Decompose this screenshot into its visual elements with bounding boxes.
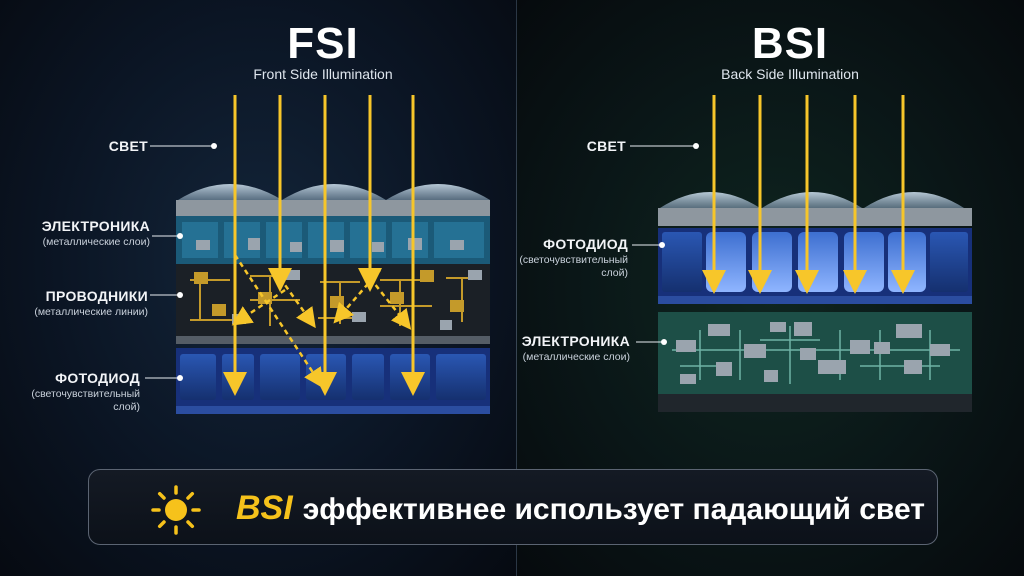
fsi-microlens bbox=[178, 184, 282, 200]
bsi-filter-layer bbox=[658, 208, 972, 226]
fsi-label-photodiode: ФОТОДИОД (светочувствительный слой) bbox=[31, 370, 140, 413]
conclusion-text: BSI эффективнее использует падающий свет bbox=[236, 490, 925, 528]
panel-divider bbox=[516, 0, 517, 576]
fsi-light-rays bbox=[223, 95, 425, 396]
fsi-microlens bbox=[282, 184, 386, 200]
banner-message: эффективнее использует падающий свет bbox=[302, 493, 925, 526]
bsi-title: BSI bbox=[751, 19, 829, 68]
bsi-subtitle: Back Side Illumination bbox=[721, 66, 859, 82]
bsi-microlens bbox=[864, 192, 964, 208]
sun-icon bbox=[151, 485, 201, 535]
bsi-label-light: СВЕТ bbox=[586, 138, 626, 154]
bsi-label-electronics: ЭЛЕКТРОНИКА (металлические слои) bbox=[521, 333, 630, 363]
fsi-label-conductors: ПРОВОДНИКИ (металлические линии) bbox=[34, 288, 148, 318]
bsi-leader-lines bbox=[630, 145, 694, 343]
conclusion-banner bbox=[88, 469, 938, 545]
fsi-subtitle: Front Side Illumination bbox=[253, 66, 393, 82]
bsi-microlens bbox=[660, 192, 760, 208]
banner-highlight: BSI bbox=[236, 489, 293, 527]
fsi-filter-layer bbox=[176, 200, 490, 216]
bsi-label-photodiode: ФОТОДИОД (светочувствительный слой) bbox=[519, 236, 628, 279]
fsi-stack bbox=[176, 184, 490, 414]
bsi-stack bbox=[658, 192, 972, 412]
bsi-light-rays bbox=[702, 95, 915, 294]
fsi-leader-lines bbox=[145, 145, 212, 379]
fsi-label-electronics: ЭЛЕКТРОНИКА (металлические слои) bbox=[41, 218, 150, 248]
fsi-microlens bbox=[386, 184, 490, 200]
fsi-title: FSI bbox=[287, 19, 359, 68]
bsi-microlens bbox=[762, 192, 862, 208]
fsi-label-light: СВЕТ bbox=[108, 138, 148, 154]
